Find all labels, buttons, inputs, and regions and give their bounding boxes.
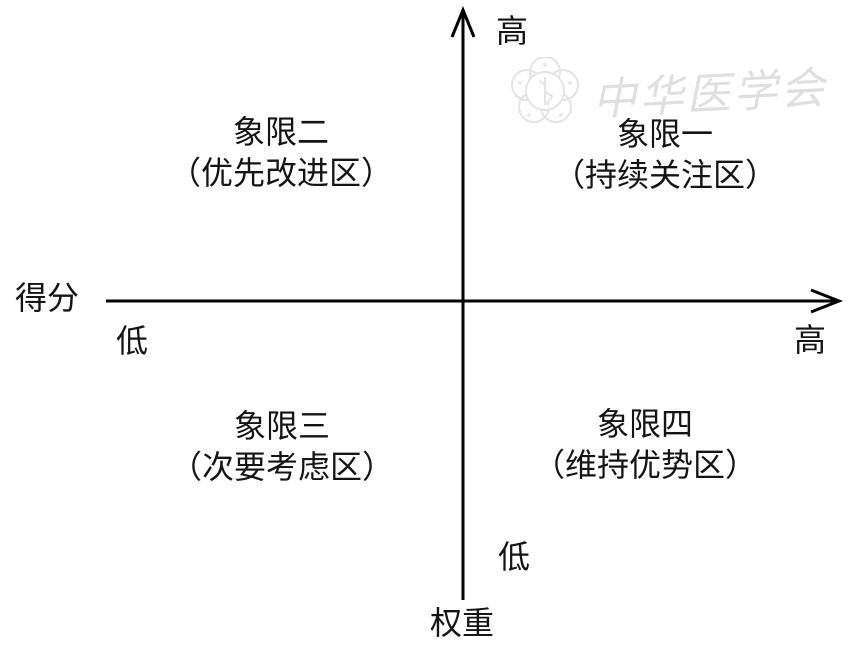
x-axis-name: 得分 [15,280,80,316]
quadrant-1-label: 象限一 （持续关注区） [553,114,777,196]
quadrant-1-title: 象限一 [616,116,714,152]
y-axis-high-label: 高 [496,13,529,49]
quadrant-4-label: 象限四 （维持优势区） [533,404,757,486]
quadrant-3-subtitle: （次要考虑区） [169,449,395,485]
quadrant-2-subtitle: （优先改进区） [168,155,394,191]
y-axis-low-label: 低 [498,539,531,575]
x-axis-high-label: 高 [794,322,827,358]
quadrant-4-subtitle: （维持优势区） [532,447,758,483]
quadrant-2-title: 象限二 [232,114,330,150]
quadrant-1-subtitle: （持续关注区） [552,157,778,193]
quadrant-4-title: 象限四 [596,406,694,442]
y-axis-arrowhead-icon [450,6,476,38]
quadrant-3-label: 象限三 （次要考虑区） [170,406,394,488]
x-axis-arrowhead-icon [810,288,844,314]
x-axis-low-label: 低 [116,323,149,359]
y-axis-name: 权重 [430,605,495,641]
quadrant-3-title: 象限三 [233,408,331,444]
quadrant-2-label: 象限二 （优先改进区） [169,112,393,194]
